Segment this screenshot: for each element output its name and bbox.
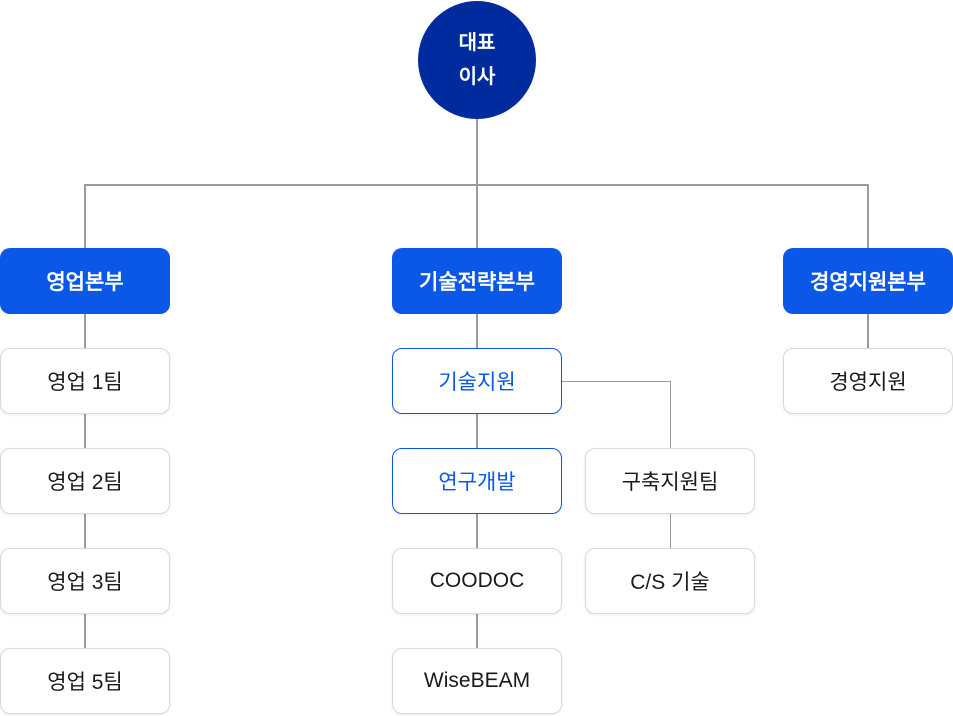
node-sales-team-3: 영업 3팀 [0,548,170,614]
node-cs-tech: C/S 기술 [585,548,755,614]
edge-main-horizontal [85,184,868,186]
edge-mgmt-column [867,314,869,348]
node-sales-hq: 영업본부 [0,248,170,314]
node-ceo-label-line2: 이사 [458,66,496,88]
node-rnd: 연구개발 [392,448,562,514]
node-coodoc: COODOC [392,548,562,614]
edge-drop-sales-hq [84,184,86,249]
node-ceo-label-line1: 대표 [458,32,496,54]
edge-drop-mgmt-support-hq [867,184,869,249]
node-ceo: 대표 이사 [418,1,536,119]
node-sales-team-5: 영업 5팀 [0,648,170,714]
node-sales-team-1: 영업 1팀 [0,348,170,414]
node-mgmt-support: 경영지원 [783,348,953,414]
node-tech-support: 기술지원 [392,348,562,414]
edge-tech-support-side-branch-h [562,380,671,382]
edge-root-to-tech-strategy [476,118,478,248]
node-tech-strategy-hq: 기술전략본부 [392,248,562,314]
node-build-support-team: 구축지원팀 [585,448,755,514]
node-sales-team-2: 영업 2팀 [0,448,170,514]
node-mgmt-support-hq: 경영지원본부 [783,248,953,314]
node-wisebeam: WiseBEAM [392,648,562,714]
